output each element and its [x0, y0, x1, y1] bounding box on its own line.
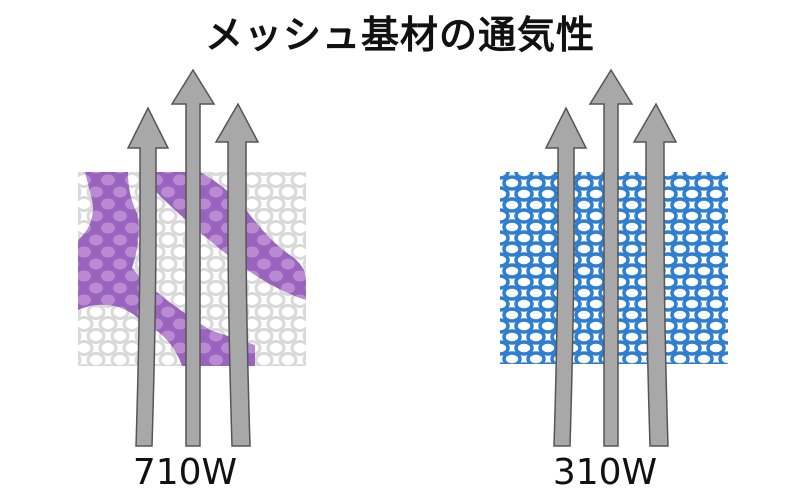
airflow-arrow [126, 106, 170, 447]
airflow-value-right: 310W [552, 452, 658, 493]
airflow-arrows-left [126, 68, 260, 447]
airflow-arrow [544, 106, 588, 447]
airflow-arrow [170, 68, 216, 447]
airflow-arrow [214, 102, 260, 447]
airflow-value-left: 710W [132, 452, 238, 493]
purple-overlay-shape [78, 172, 306, 366]
airflow-arrow [632, 102, 678, 447]
airflow-arrows-right [544, 68, 678, 447]
page-title: メッシュ基材の通気性 [204, 13, 595, 57]
airflow-arrow [588, 68, 634, 447]
